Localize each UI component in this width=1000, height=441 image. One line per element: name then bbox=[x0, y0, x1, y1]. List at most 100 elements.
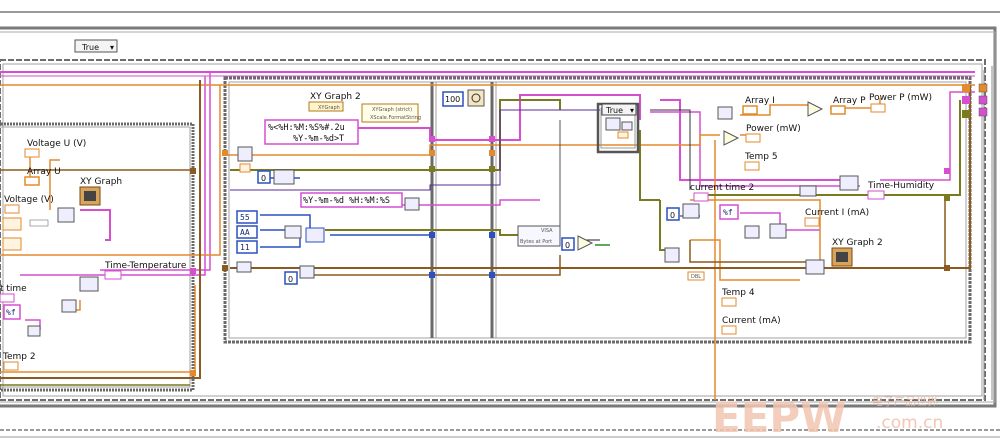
power-mw-terminal[interactable] bbox=[745, 133, 761, 143]
format-f-left-text: %f bbox=[6, 308, 16, 317]
array-subset-node[interactable] bbox=[273, 169, 295, 185]
time-format-line-2: %Y-%m-%d>T bbox=[293, 134, 344, 144]
bundle-node[interactable] bbox=[79, 276, 99, 292]
current-time-2-terminal[interactable] bbox=[693, 192, 709, 202]
current-ma-indicator-label: Current (mA) bbox=[722, 316, 781, 326]
time-temperature-indicator-label: Time-Temperature bbox=[104, 261, 187, 271]
time-humidity-indicator-label: Time-Humidity bbox=[867, 181, 935, 191]
array-node[interactable] bbox=[2, 217, 22, 231]
selector-arrows-icon-2: ▾ bbox=[630, 106, 634, 115]
byte-array-to-string-node[interactable] bbox=[305, 227, 325, 243]
xygraph-ref-text: XYGraph bbox=[318, 105, 340, 111]
out-terminal-3[interactable] bbox=[962, 110, 970, 118]
format-f-constant-right[interactable] bbox=[719, 204, 739, 220]
array-subset-node-2[interactable] bbox=[682, 203, 700, 219]
watermark-domain-text: .com.cn bbox=[876, 413, 943, 433]
build-cluster-array-node[interactable] bbox=[605, 117, 621, 131]
middle-frame-nodes: 100 bbox=[442, 89, 485, 107]
time-temperature-terminal[interactable] bbox=[104, 270, 122, 280]
wait-100-text: 100 bbox=[445, 95, 460, 104]
inner-case-selector[interactable] bbox=[601, 103, 637, 116]
zero-a-text: 0 bbox=[261, 174, 266, 183]
current-time-2-indicator-label: current time 2 bbox=[690, 183, 754, 193]
eepw-logo: EEPW bbox=[712, 393, 847, 441]
bundle-node-2[interactable] bbox=[839, 175, 859, 191]
time-format-line-1: %<%H:%M:%S%#.2u bbox=[268, 123, 345, 133]
array-p-terminal[interactable] bbox=[830, 105, 846, 115]
temp-5-terminal[interactable] bbox=[744, 161, 760, 171]
multiply-node[interactable] bbox=[807, 101, 824, 117]
power-p-terminal[interactable] bbox=[870, 103, 886, 113]
temp-2-terminal[interactable] bbox=[3, 361, 19, 371]
wait-100-constant[interactable] bbox=[442, 91, 464, 107]
bundle-node-3[interactable] bbox=[805, 259, 825, 275]
current-ma-terminal[interactable] bbox=[721, 325, 737, 335]
inner-case-structure: True ▾ bbox=[596, 102, 640, 154]
voltage-u-terminal[interactable] bbox=[24, 148, 40, 158]
dbl-convert-node[interactable] bbox=[687, 271, 705, 281]
concat-node-2[interactable] bbox=[769, 223, 787, 239]
index-array-node[interactable] bbox=[299, 265, 315, 279]
format-node-2[interactable] bbox=[744, 225, 760, 239]
array-p-indicator-label: Array P bbox=[833, 96, 866, 106]
hex-55-constant[interactable] bbox=[236, 210, 258, 224]
voltage-v-terminal[interactable] bbox=[4, 204, 20, 214]
zero-constant-d[interactable] bbox=[666, 207, 680, 221]
build-array-node-3[interactable] bbox=[799, 185, 817, 197]
small-node-3[interactable] bbox=[617, 131, 629, 139]
visa-label: VISA bbox=[541, 228, 553, 234]
case-selector-true[interactable]: True ▾ bbox=[74, 39, 118, 53]
array-i-indicator-label: Array I bbox=[745, 96, 775, 106]
property-node[interactable] bbox=[361, 103, 419, 123]
array-i-terminal[interactable] bbox=[742, 105, 758, 115]
zero-d-text: 0 bbox=[670, 211, 675, 220]
property-node-item: XScale.FormatString bbox=[370, 115, 421, 121]
small-node-2[interactable] bbox=[621, 121, 633, 131]
unbundle-node-2[interactable] bbox=[236, 261, 252, 273]
greater-than-node[interactable] bbox=[577, 235, 594, 251]
xy-graph-2-ref-label: XY Graph 2 bbox=[310, 92, 361, 102]
format-f-constant-left[interactable] bbox=[3, 304, 21, 320]
format-time-node[interactable] bbox=[404, 197, 420, 211]
build-cluster-node[interactable] bbox=[57, 207, 75, 223]
case-selector-label: True bbox=[81, 43, 99, 52]
out-terminal-1[interactable] bbox=[962, 84, 970, 92]
small-node[interactable] bbox=[29, 219, 49, 227]
hex-11-constant[interactable] bbox=[236, 240, 258, 254]
format-node[interactable] bbox=[27, 325, 41, 337]
xy-graph-reference[interactable] bbox=[308, 101, 344, 112]
index-node[interactable] bbox=[239, 163, 251, 173]
visa-read-function[interactable] bbox=[517, 225, 561, 247]
array-u-terminal[interactable] bbox=[24, 176, 40, 186]
build-array-node-2[interactable] bbox=[717, 106, 733, 120]
hex-aa-constant[interactable] bbox=[236, 225, 258, 239]
zero-constant-a[interactable] bbox=[257, 170, 271, 184]
date-format-string-constant[interactable] bbox=[300, 192, 403, 208]
sequence-frame-left bbox=[0, 122, 195, 392]
temp-4-terminal[interactable] bbox=[721, 297, 737, 307]
time-format-string-constant[interactable] bbox=[264, 119, 359, 145]
current-i-indicator-label: Current I (mA) bbox=[805, 208, 869, 218]
unbundle-node[interactable] bbox=[237, 146, 253, 162]
hex-aa-text: AA bbox=[240, 228, 250, 237]
build-array-node[interactable] bbox=[284, 225, 302, 239]
array-u-indicator-label: Array U bbox=[27, 167, 61, 177]
unbundle-node-3[interactable] bbox=[664, 247, 680, 263]
wait-ms-function[interactable] bbox=[467, 89, 485, 107]
concat-node[interactable] bbox=[61, 299, 77, 313]
out-terminal-2[interactable] bbox=[962, 96, 970, 104]
temp-2-indicator-label: Temp 2 bbox=[2, 352, 36, 362]
temp-4-indicator-label: Temp 4 bbox=[721, 288, 755, 298]
multiply-node-2[interactable] bbox=[723, 130, 740, 146]
wires bbox=[0, 71, 975, 400]
xy-graph-indicator-label: XY Graph bbox=[80, 177, 122, 187]
time-humidity-terminal[interactable] bbox=[867, 190, 885, 200]
zero-constant-c[interactable] bbox=[561, 237, 575, 251]
zero-constant-b[interactable] bbox=[284, 271, 298, 285]
clock-icon bbox=[471, 93, 481, 103]
left-frame-nodes: Voltage U (V) Array U XY Graph Voltage (… bbox=[0, 139, 187, 371]
current-i-terminal[interactable] bbox=[804, 217, 820, 227]
right-frame-nodes: True ▾ VISA Bytes at Port 0 Array I Arra… bbox=[517, 93, 935, 335]
array-node-2[interactable] bbox=[2, 237, 22, 251]
t-time-terminal[interactable] bbox=[0, 293, 15, 303]
